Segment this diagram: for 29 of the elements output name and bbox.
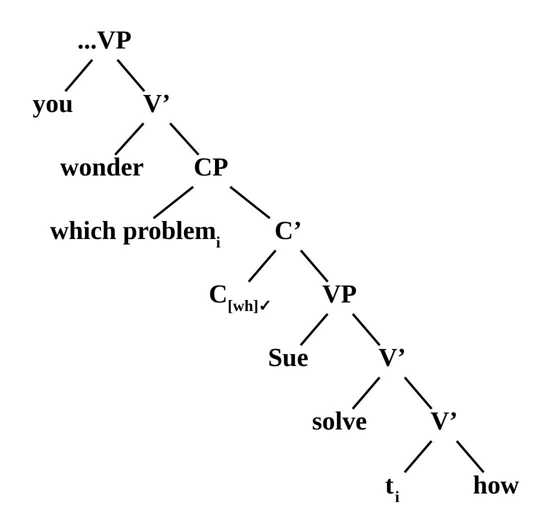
node-text: ...VP (77, 25, 132, 54)
node-text: which problem$_{i}$ (50, 216, 220, 252)
connector (300, 312, 328, 346)
connector (116, 58, 146, 92)
node-text: C’ (274, 216, 302, 245)
node-text: C$_{[wh]✓}$ (208, 279, 272, 315)
connector (352, 376, 380, 410)
connector (300, 249, 329, 282)
connector (404, 376, 433, 410)
connector (248, 249, 277, 282)
node-text: V’ (430, 406, 458, 436)
connector (114, 122, 144, 155)
node-text: CP (194, 152, 228, 182)
connector (456, 440, 485, 473)
node-text: VP (322, 279, 357, 308)
node-text: Sue (268, 342, 308, 372)
connector (404, 440, 432, 473)
connector (152, 185, 194, 219)
node-text: you (32, 88, 74, 118)
node-text: V’ (143, 88, 171, 118)
node-text: V’ (378, 342, 406, 372)
connector (64, 58, 94, 92)
connector (169, 122, 200, 155)
connector (352, 312, 381, 346)
connector (230, 185, 271, 219)
node-text: wonder (60, 152, 144, 182)
node-text: how (473, 470, 520, 499)
node-text: solve (312, 406, 367, 436)
node-text: t$_{i}$ (384, 470, 400, 506)
